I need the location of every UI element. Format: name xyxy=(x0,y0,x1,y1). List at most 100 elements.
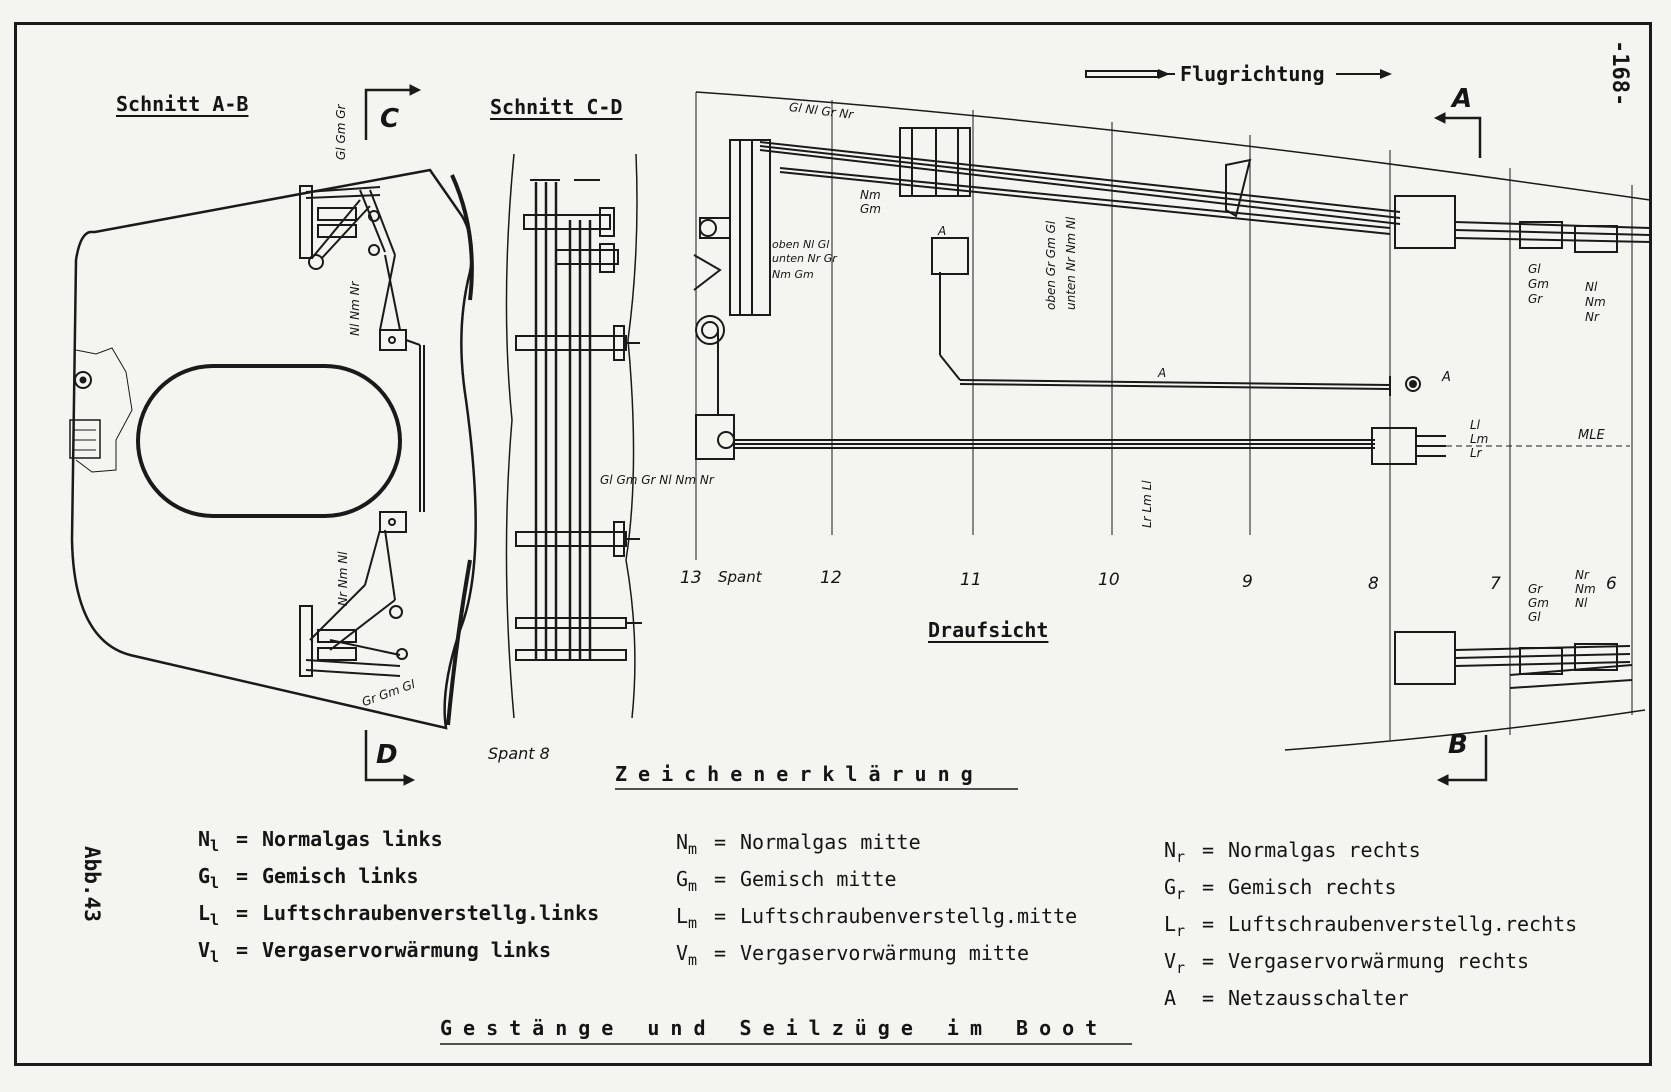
section-cd-outline-left xyxy=(505,153,515,719)
page-number: -168- xyxy=(1607,40,1632,107)
legend-item-gr: Gr=Gemisch rechts xyxy=(1164,875,1397,903)
section-mark-a: A xyxy=(1452,84,1473,114)
section-cd-brackets xyxy=(515,179,642,661)
legend-symbol: A xyxy=(1164,986,1177,1010)
tv-label-n-2: Nm xyxy=(1585,295,1606,309)
legend-item-nr: Nr=Normalgas rechts xyxy=(1164,838,1421,866)
tv-label-a-end: A xyxy=(1442,370,1451,385)
tv-label-gb-3: Gl xyxy=(1528,610,1541,624)
legend-text: Luftschraubenverstellg.mitte xyxy=(740,904,1078,928)
tv-label-lm: Lm xyxy=(1470,432,1489,446)
legend-item-nm: Nm=Normalgas mitte xyxy=(676,830,921,858)
legend-text: Luftschraubenverstellg.rechts xyxy=(1228,912,1578,936)
section-mark-a-line xyxy=(1445,116,1482,158)
hatch-opening xyxy=(136,364,402,518)
section-mark-d-line xyxy=(364,730,404,782)
legend-text: Gemisch mitte xyxy=(740,867,897,891)
legend-item-vr: Vr=Vergaservorwärmung rechts xyxy=(1164,949,1530,977)
spant-number-7: 7 xyxy=(1490,574,1501,594)
legend-item-ll: Ll=Luftschraubenverstellg.links xyxy=(198,901,600,929)
spant-number-13: 13 xyxy=(680,568,702,588)
flight-direction-label: Flugrichtung xyxy=(1180,62,1325,86)
legend-title: Zeichenerklärung xyxy=(615,762,984,786)
legend-symbol: Lr xyxy=(1164,912,1186,940)
legend-text: Luftschraubenverstellg.links xyxy=(262,901,600,925)
legend-text: Gemisch rechts xyxy=(1228,875,1397,899)
tv-label-n-right-bot: Nr Nm Nl xyxy=(1575,568,1596,610)
legend-symbol: Ll xyxy=(198,901,220,929)
tv-label-unten-1: unten Nr Gr xyxy=(772,252,837,265)
section-ab-title: Schnitt A-B xyxy=(116,92,249,116)
tv-label-nb-1: Nr xyxy=(1575,568,1589,582)
legend-symbol: Nl xyxy=(198,827,220,855)
tv-label-nb-2: Nm xyxy=(1575,582,1596,596)
section-cd-title: Schnitt C-D xyxy=(490,95,623,119)
legend-item-gl: Gl=Gemisch links xyxy=(198,864,419,892)
spant-frames xyxy=(695,92,1633,740)
tv-label-g-1: Gl xyxy=(1528,262,1541,276)
spant-number-9: 9 xyxy=(1242,572,1253,592)
section-mark-d: D xyxy=(376,740,398,770)
top-view-mechanisms xyxy=(693,127,1651,689)
tv-label-oben-2: oben Gr Gm Gl xyxy=(1044,220,1058,310)
legend-symbol: Lm xyxy=(676,904,698,932)
legend-item-gm: Gm=Gemisch mitte xyxy=(676,867,897,895)
mle-label: MLE xyxy=(1578,428,1605,443)
legend-text: Normalgas mitte xyxy=(740,830,921,854)
legend-text: Gemisch links xyxy=(262,864,419,888)
legend-item-vm: Vm=Vergaservorwärmung mitte xyxy=(676,941,1029,969)
legend-symbol: Vr xyxy=(1164,949,1186,977)
spant-number-11: 11 xyxy=(960,570,982,590)
legend-item-lr: Lr=Luftschraubenverstellg.rechts xyxy=(1164,912,1578,940)
tv-label-oben-1: oben Nl Gl xyxy=(772,238,830,251)
ab-label-mid-upper: Nl Nm Nr xyxy=(348,281,362,336)
legend-symbol: Gr xyxy=(1164,875,1186,903)
tv-label-n-right-top: Nl Nm Nr xyxy=(1585,280,1606,325)
section-mark-c-line xyxy=(364,88,410,140)
hull-section-ab xyxy=(70,168,477,730)
spant-number-6: 6 xyxy=(1606,574,1617,594)
legend-text: Vergaservorwärmung mitte xyxy=(740,941,1029,965)
legend-symbol: Nm xyxy=(676,830,698,858)
ab-label-mid-lower: Nr Nm Nl xyxy=(336,551,350,606)
tv-label-nb-3: Nl xyxy=(1575,596,1588,610)
legend-item-lm: Lm=Luftschraubenverstellg.mitte xyxy=(676,904,1078,932)
tv-label-g-right-bot: Gr Gm Gl xyxy=(1528,582,1549,624)
legend-symbol: Nr xyxy=(1164,838,1186,866)
tv-label-gb-1: Gr xyxy=(1528,582,1543,596)
spant-number-8: 8 xyxy=(1368,574,1379,594)
tv-label-lr-lm-ll: Lr Lm Ll xyxy=(1140,480,1154,528)
tv-label-g-right-top: Gl Gm Gr xyxy=(1528,262,1549,307)
drawing-caption: Gestänge und Seilzüge im Boot xyxy=(440,1016,1109,1040)
spant-8-label: Spant 8 xyxy=(488,744,550,763)
fitting-round xyxy=(74,371,92,389)
spant-label: Spant xyxy=(718,568,762,586)
section-mark-b-line xyxy=(1448,735,1488,782)
top-view-hull-top xyxy=(695,91,1651,201)
top-view-title: Draufsicht xyxy=(928,618,1049,642)
tv-label-gb-2: Gm xyxy=(1528,596,1549,610)
tv-label-lr: Lr xyxy=(1470,446,1482,460)
legend-text: Netzausschalter xyxy=(1228,986,1409,1010)
legend-text: Normalgas rechts xyxy=(1228,838,1421,862)
spant-number-10: 10 xyxy=(1098,570,1120,590)
drawing-frame xyxy=(14,22,1652,1066)
tv-label-nm-gm: Nm Gm xyxy=(860,188,881,216)
fitting-square xyxy=(69,419,101,459)
hull-section-ab-inner-edge-lower xyxy=(446,559,472,726)
hull-damaged-area xyxy=(75,347,133,473)
tv-label-nm-gm-2: Nm Gm xyxy=(772,268,814,281)
tv-label-a-small: A xyxy=(938,224,947,238)
legend-text: Vergaservorwärmung links xyxy=(262,938,551,962)
section-mark-b: B xyxy=(1448,730,1468,760)
tv-label-n-1: Nl xyxy=(1585,280,1598,294)
legend-item-nl: Nl=Normalgas links xyxy=(198,827,443,855)
ab-lower-linkage xyxy=(299,511,408,677)
section-cd-cables xyxy=(534,182,592,660)
top-view-hull-bottom xyxy=(1284,709,1646,751)
legend-item-a: A=Netzausschalter xyxy=(1164,986,1409,1014)
tv-label-unten-2: unten Nr Nm Nl xyxy=(1064,216,1078,310)
tv-label-a-line: A xyxy=(1158,366,1167,380)
cd-cable-label: Gl Gm Gr Nl Nm Nr xyxy=(600,473,714,487)
section-cd-outline-right xyxy=(625,153,638,719)
